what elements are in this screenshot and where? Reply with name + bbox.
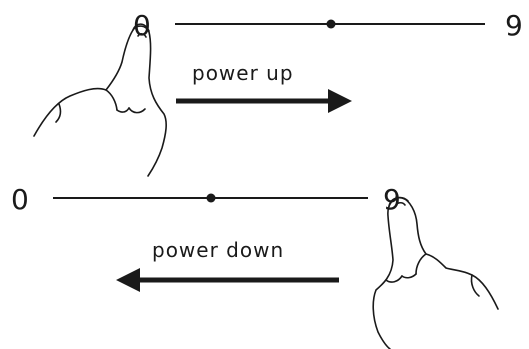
power-up-label: power up bbox=[192, 61, 294, 85]
pointing-hand-icon bbox=[372, 196, 499, 349]
power-down-panel: 0 9 power down bbox=[11, 183, 499, 349]
bottom-slider-knob bbox=[206, 193, 216, 203]
top-slider-max-label: 9 bbox=[505, 9, 523, 42]
power-up-panel: 0 9 power up bbox=[33, 9, 523, 177]
power-down-label: power down bbox=[152, 238, 284, 262]
pointing-hand-icon bbox=[33, 23, 167, 177]
left-arrow-icon bbox=[116, 268, 339, 292]
right-arrow-icon bbox=[176, 89, 352, 113]
bottom-slider-min-label: 0 bbox=[11, 183, 29, 216]
top-slider-knob bbox=[326, 19, 336, 29]
